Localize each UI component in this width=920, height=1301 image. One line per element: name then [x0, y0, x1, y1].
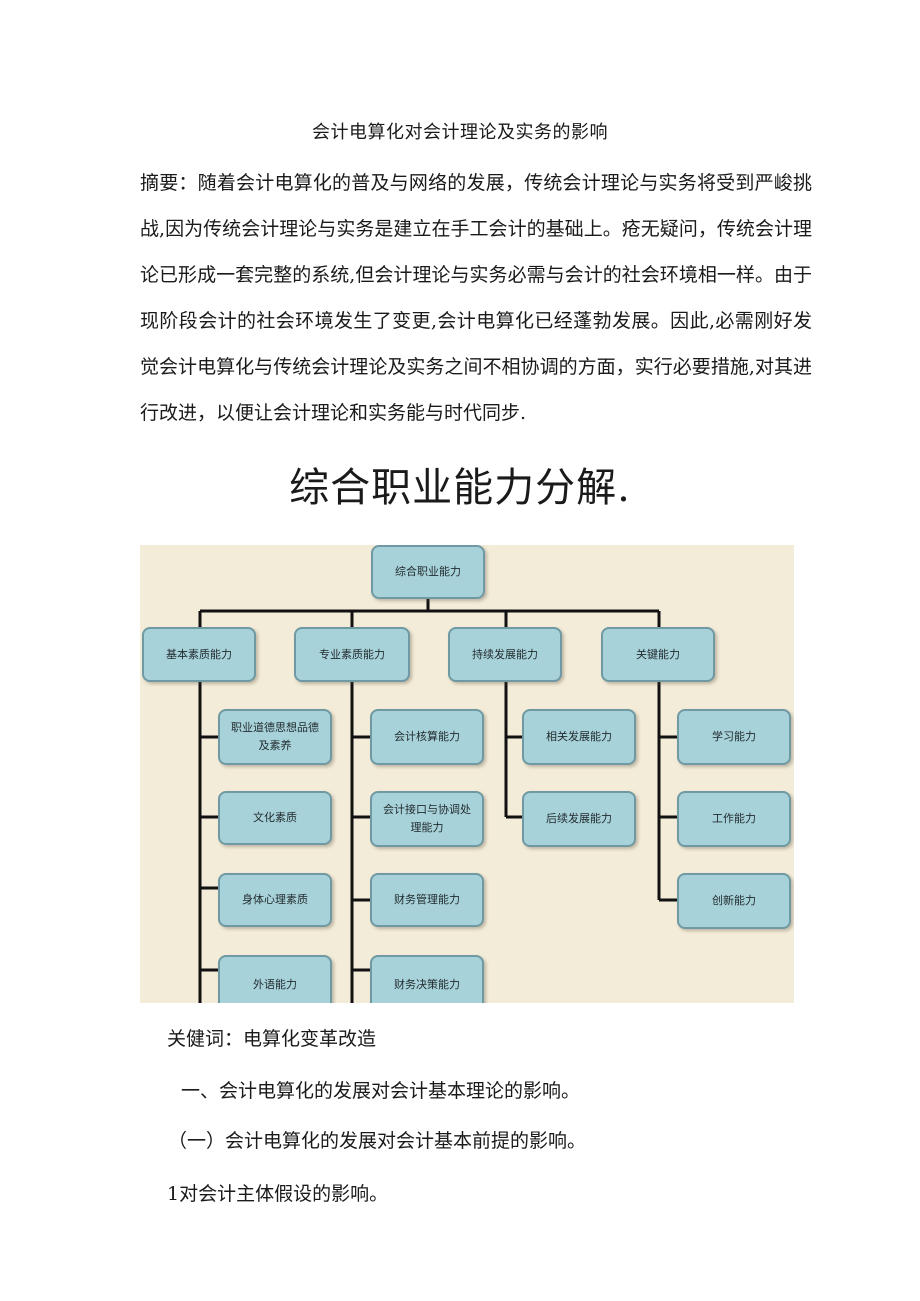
chart-node-working: 工作能力 [677, 791, 791, 847]
chart-node-learning: 学习能力 [677, 709, 791, 765]
chart-node-physical-mental: 身体心理素质 [218, 873, 332, 927]
org-chart-connectors [198, 597, 677, 1003]
section-heading-1: 一、会计电算化的发展对会计基本理论的影响。 [181, 1080, 581, 1102]
chart-node-sustainable-development: 持续发展能力 [448, 627, 562, 682]
chart-node-follow-up-development: 后续发展能力 [522, 791, 636, 847]
subsection-heading-1: （一）会计电算化的发展对会计基本前提的影响。 [168, 1130, 587, 1152]
chart-root-node: 综合职业能力 [371, 545, 485, 599]
chart-node-culture: 文化素质 [218, 791, 332, 845]
chart-node-key-ability: 关键能力 [601, 627, 715, 682]
org-chart: 综合职业能力 基本素质能力 专业素质能力 持续发展能力 关键能力 职业道德思想品… [140, 545, 794, 1003]
chart-node-financial-management: 财务管理能力 [370, 873, 484, 927]
chart-node-basic-quality: 基本素质能力 [142, 627, 256, 682]
chart-node-financial-decision: 财务决策能力 [370, 955, 484, 1003]
figure-title: 综合职业能力分解. [289, 465, 631, 511]
chart-node-accounting: 会计核算能力 [370, 709, 484, 765]
chart-node-innovation: 创新能力 [677, 873, 791, 929]
chart-node-coordination: 会计接口与协调处理能力 [370, 791, 484, 847]
document-title: 会计电算化对会计理论及实务的影响 [312, 122, 608, 143]
chart-node-ethics: 职业道德思想品德及素养 [218, 709, 332, 765]
chart-node-professional-quality: 专业素质能力 [294, 627, 410, 682]
abstract-paragraph: 摘要：随着会计电算化的普及与网络的发展，传统会计理论与实务将受到严峻挑战,因为传… [140, 172, 812, 424]
chart-node-foreign-language: 外语能力 [218, 955, 332, 1003]
keywords: 关健词：电算化变革改造 [167, 1028, 377, 1050]
chart-node-related-development: 相关发展能力 [522, 709, 636, 765]
list-item-1: 1对会计主体假设的影响。 [167, 1183, 389, 1205]
